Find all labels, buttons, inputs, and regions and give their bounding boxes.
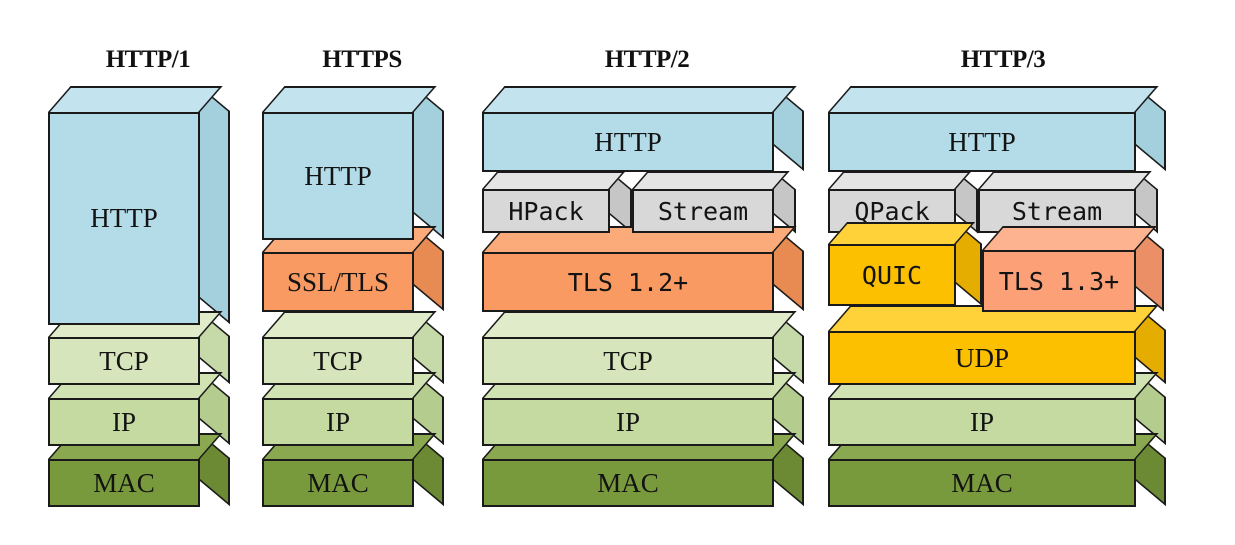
layer-label: TLS 1.2+ <box>567 267 689 297</box>
layer-label: IP <box>325 406 350 437</box>
slab-front-face: MAC <box>482 459 774 507</box>
layer-label: HPack <box>508 196 584 226</box>
slab-top-face <box>828 222 976 244</box>
layer-label: TCP <box>313 345 363 376</box>
slab-side-face <box>200 86 230 325</box>
slab-top-face <box>828 171 972 189</box>
slab-front-face: IP <box>828 398 1136 446</box>
slab-top-face <box>978 171 1152 189</box>
slab-front-face: IP <box>262 398 414 446</box>
layer-label: TCP <box>603 345 653 376</box>
layer-label: TCP <box>99 345 149 376</box>
slab-top-face <box>262 311 437 337</box>
layer-label: HTTP <box>594 126 662 157</box>
slab-front-face: HTTP <box>262 112 414 240</box>
slab-top-face <box>482 311 797 337</box>
slab-top-face <box>262 86 437 112</box>
slab-front-face: Stream <box>978 189 1136 233</box>
layer-label: Stream <box>657 196 749 226</box>
slab-side-face <box>414 86 444 240</box>
column-header-http3: HTTP/3 <box>960 46 1046 73</box>
layer-label: MAC <box>307 467 369 498</box>
layer-label: MAC <box>597 467 659 498</box>
slab-front-face: TCP <box>482 337 774 385</box>
column-header-http2: HTTP/2 <box>604 46 690 73</box>
slab-front-face: HTTP <box>482 112 774 172</box>
slab-top-face <box>48 86 223 112</box>
column-header-https: HTTPS <box>322 46 402 73</box>
slab-top-face <box>482 86 797 112</box>
slab-front-face: TLS 1.3+ <box>982 250 1136 312</box>
slab-front-face: MAC <box>828 459 1136 507</box>
layer-label: QUIC <box>861 260 923 290</box>
column-header-http1: HTTP/1 <box>105 46 191 73</box>
slab-front-face: TCP <box>262 337 414 385</box>
slab-top-face <box>632 171 790 189</box>
layer-label: QPack <box>854 196 930 226</box>
layer-label: IP <box>615 406 640 437</box>
layer-label: SSL/TLS <box>286 266 390 297</box>
layer-label: MAC <box>951 467 1013 498</box>
slab-front-face: Stream <box>632 189 774 233</box>
layer-label: TLS 1.3+ <box>998 266 1120 296</box>
slab-front-face: TLS 1.2+ <box>482 252 774 312</box>
slab-front-face: HPack <box>482 189 610 233</box>
slab-front-face: IP <box>482 398 774 446</box>
layer-label: MAC <box>93 467 155 498</box>
layer-label: HTTP <box>304 160 372 191</box>
slab-front-face: HTTP <box>48 112 200 325</box>
layer-label: HTTP <box>90 203 158 233</box>
slab-front-face: HTTP <box>828 112 1136 172</box>
slab-top-face <box>828 86 1159 112</box>
slab-front-face: TCP <box>48 337 200 385</box>
layer-label: Stream <box>1011 196 1103 226</box>
slab-front-face: QUIC <box>828 244 956 306</box>
slab-front-face: MAC <box>262 459 414 507</box>
slab-top-face <box>982 226 1157 250</box>
slab-front-face: SSL/TLS <box>262 252 414 312</box>
slab-front-face: IP <box>48 398 200 446</box>
slab-front-face: MAC <box>48 459 200 507</box>
slab-top-face <box>482 171 626 189</box>
layer-label: IP <box>969 406 994 437</box>
layer-label: UDP <box>954 342 1009 373</box>
slab-front-face: UDP <box>828 331 1136 385</box>
layer-label: IP <box>111 406 136 437</box>
layer-label: HTTP <box>948 126 1016 157</box>
